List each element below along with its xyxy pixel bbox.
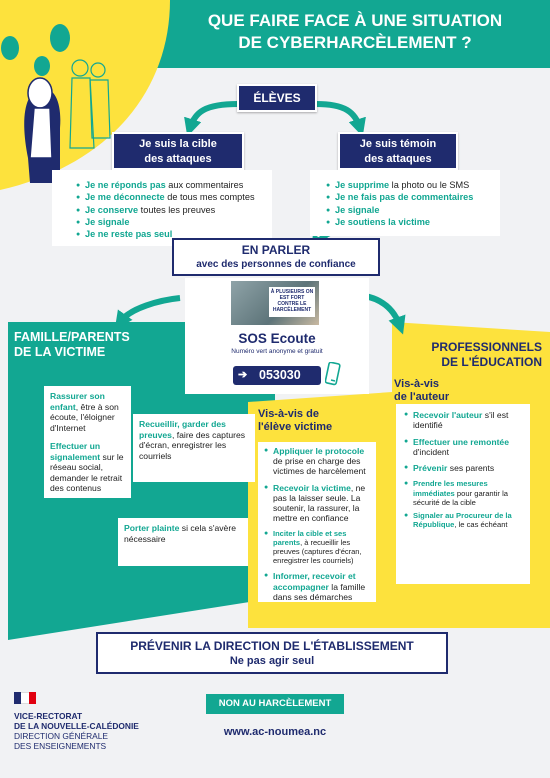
en-parler-box: EN PARLER avec des personnes de confianc… (172, 238, 380, 276)
flag-icon (14, 692, 36, 704)
prevenir-title: PRÉVENIR LA DIRECTION DE L'ÉTABLISSEMENT (130, 639, 414, 653)
victime-title-1: Vis-à-vis de (258, 408, 319, 420)
sos-title: SOS Ecoute (238, 331, 316, 346)
auteur-title: Vis-à-vis de l'auteur (394, 378, 449, 404)
cible-banner: Je suis la cible des attaques (112, 132, 244, 170)
arrow-right-icon: ➔ (238, 369, 248, 381)
republique-logo (14, 690, 54, 708)
site-url[interactable]: www.ac-noumea.nc (223, 726, 327, 738)
temoin-title-2: des attaques (364, 153, 432, 165)
victime-title-2: l'élève victime (258, 421, 333, 433)
list-item: Je ne fais pas de commentaires (326, 192, 494, 204)
org-name: VICE-RECTORAT DE LA NOUVELLE-CALÉDONIE D… (14, 711, 139, 751)
list-item: Signaler au Procureur de la République, … (404, 511, 526, 529)
famille-box-4: Porter plainte si cela s'avère nécessair… (118, 518, 248, 566)
title-line-1: QUE FAIRE FACE À UNE SITUATION (207, 11, 503, 30)
en-parler-title: EN PARLER (241, 243, 311, 257)
sos-photo: À PLUSIEURS ON EST FORT CONTRE LE HARCÈL… (231, 281, 319, 325)
famille-title-2: DE LA VICTIME (14, 345, 106, 359)
victime-title: Vis-à-vis de l'élève victime (258, 408, 332, 434)
sos-subtitle: Numéro vert anonyme et gratuit (231, 348, 323, 355)
temoin-banner: Je suis témoin des attaques (338, 132, 458, 170)
victime-card: Appliquer le protocole de prise en charg… (258, 442, 376, 602)
temoin-title-1: Je suis témoin (359, 138, 437, 150)
list-item: Appliquer le protocole de prise en charg… (264, 446, 372, 477)
list-item: Je conserve toutes les preuves (76, 205, 264, 217)
famille-box-2: Recueillir, garder des preuves, faire de… (133, 414, 255, 482)
page-title: QUE FAIRE FACE À UNE SITUATION DE CYBERH… (160, 10, 550, 54)
list-item: Recevoir la victime, ne pas la laisser s… (264, 483, 372, 524)
slogan-badge: NON AU HARCÈLEMENT (206, 694, 344, 714)
sos-number-pill[interactable]: ➔ 053030 (233, 366, 321, 385)
list-item: Prévenir ses parents (404, 463, 526, 474)
famille-box-3: Effectuer un signalement sur le réseau s… (44, 436, 131, 498)
list-item: Je ne réponds pas aux commentaires (76, 180, 264, 192)
eleves-banner: ÉLÈVES (237, 84, 317, 112)
cible-title-1: Je suis la cible (139, 138, 217, 150)
sos-card: À PLUSIEURS ON EST FORT CONTRE LE HARCÈL… (185, 278, 369, 394)
prevenir-box: PRÉVENIR LA DIRECTION DE L'ÉTABLISSEMENT… (96, 632, 448, 674)
auteur-title-2: de l'auteur (394, 391, 450, 403)
auteur-list: Recevoir l'auteur s'il est identifié Eff… (404, 410, 526, 530)
auteur-card: Recevoir l'auteur s'il est identifié Eff… (396, 404, 530, 584)
eleves-label: ÉLÈVES (253, 91, 301, 105)
list-item: Prendre les mesures immédiates pour gara… (404, 479, 526, 507)
list-item: Je me déconnecte de tous mes comptes (76, 192, 264, 204)
list-item: Je signale (326, 205, 494, 217)
professionnels-title-2: DE L'ÉDUCATION (441, 355, 542, 369)
cible-list: Je ne réponds pas aux commentaires Je me… (76, 180, 264, 241)
title-line-2: DE CYBERHARCÈLEMENT ? (238, 33, 472, 52)
list-item: Je supprime la photo ou le SMS (326, 180, 494, 192)
famille-box-1: Rassurer son enfant, être à son écoute, … (44, 386, 131, 448)
list-item: Je ne reste pas seul (76, 229, 264, 241)
list-item: Je signale (76, 217, 264, 229)
people-illustration (1, 24, 111, 183)
professionnels-title-1: PROFESSIONNELS (431, 340, 542, 354)
famille-title: FAMILLE/PARENTS DE LA VICTIME (14, 330, 130, 360)
professionnels-title: PROFESSIONNELS DE L'ÉDUCATION (396, 340, 542, 370)
sos-photo-sign: À PLUSIEURS ON EST FORT CONTRE LE HARCÈL… (269, 287, 315, 317)
list-item: Inciter la cible et ses parents, à recue… (264, 529, 372, 565)
temoin-card: Je supprime la photo ou le SMS Je ne fai… (310, 170, 500, 236)
list-item: Informer, recevoir et accompagner la fam… (264, 571, 372, 602)
auteur-title-1: Vis-à-vis (394, 378, 440, 390)
en-parler-subtitle: avec des personnes de confiance (196, 259, 356, 270)
sos-number: 053030 (259, 368, 301, 382)
phone-icon (325, 362, 341, 386)
temoin-list: Je supprime la photo ou le SMS Je ne fai… (326, 180, 494, 228)
cible-card: Je ne réponds pas aux commentaires Je me… (52, 170, 272, 246)
list-item: Je soutiens la victime (326, 217, 494, 229)
famille-title-1: FAMILLE/PARENTS (14, 330, 130, 344)
prevenir-subtitle: Ne pas agir seul (229, 655, 315, 667)
list-item: Recevoir l'auteur s'il est identifié (404, 410, 526, 431)
cible-title-2: des attaques (144, 153, 212, 165)
list-item: Effectuer une remontée d'incident (404, 437, 526, 458)
victime-list: Appliquer le protocole de prise en charg… (264, 446, 372, 602)
